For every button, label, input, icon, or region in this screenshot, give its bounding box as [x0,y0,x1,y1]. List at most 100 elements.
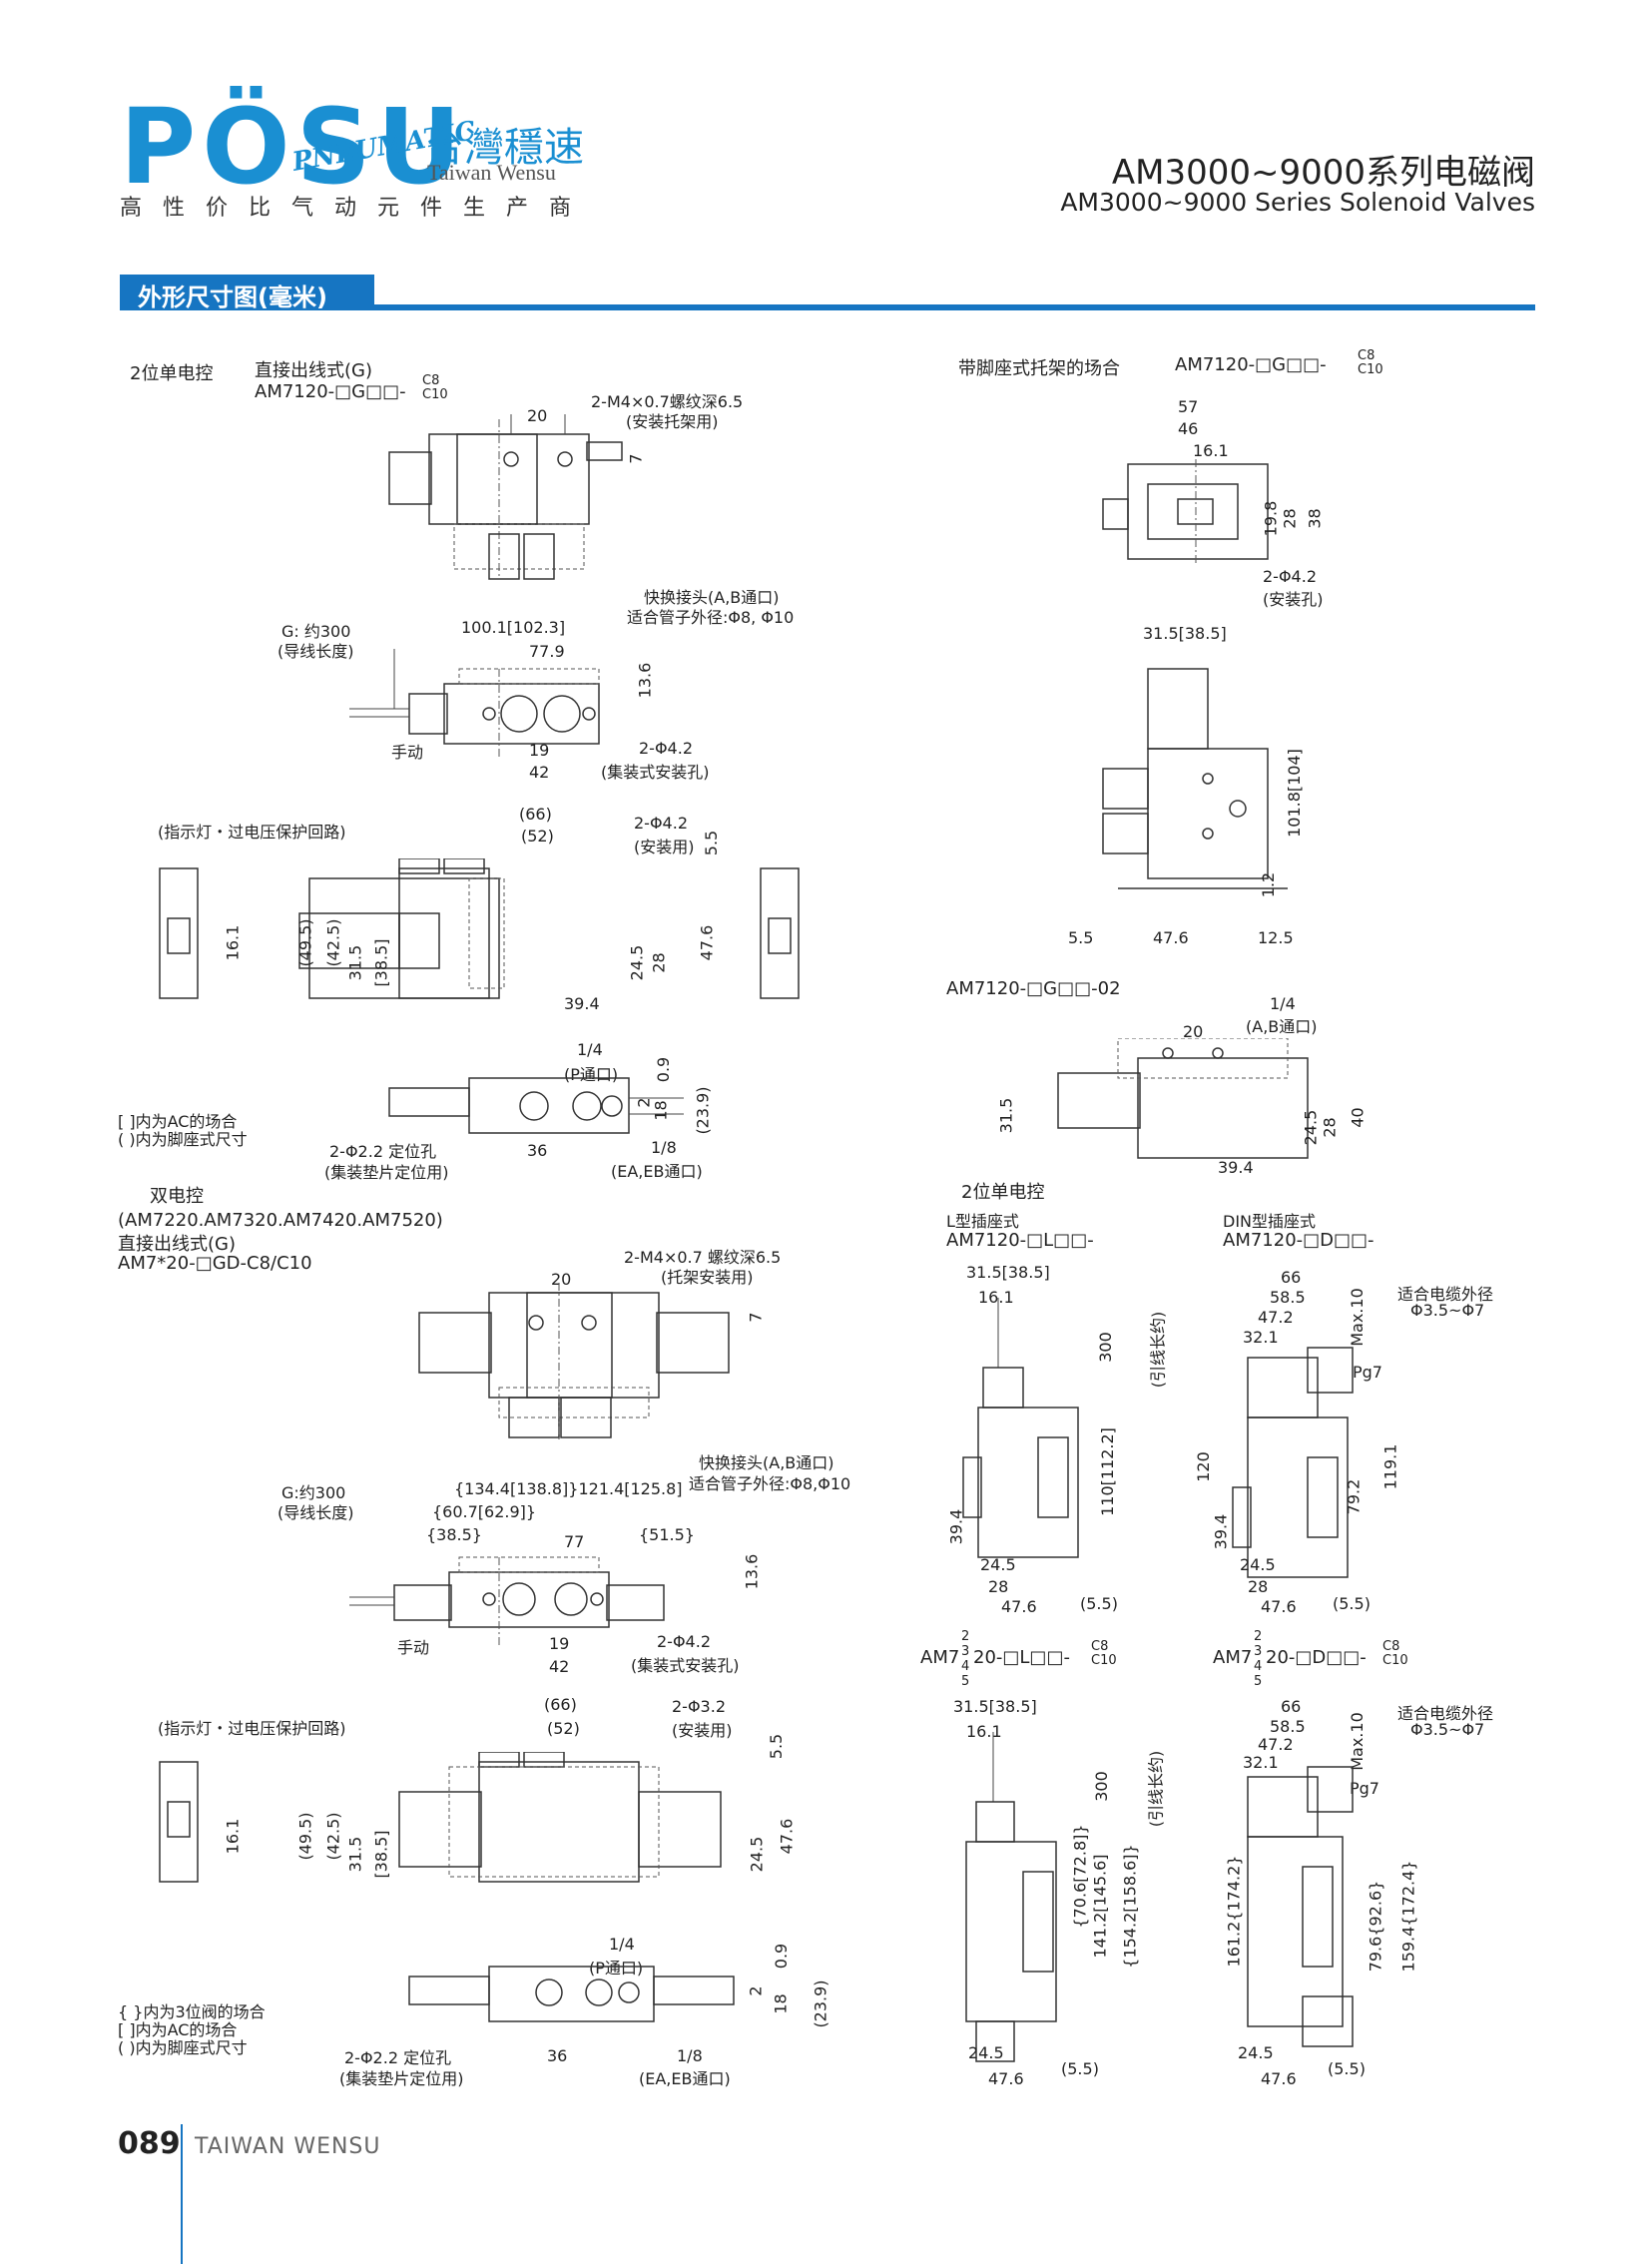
s1-hole42: 2-Φ4.2 [639,739,693,758]
s1-hole42-note: (集装式安装孔) [601,763,710,782]
s2-screw-note: (托架安装用) [661,1268,754,1287]
s1-d36: 36 [527,1141,548,1160]
s1-d315: 31.5 [345,944,365,981]
s1-pin22: 2-Φ2.2 定位孔 [329,1142,437,1161]
r1-d28: 28 [1280,508,1300,529]
s1-top-view-drawing [388,414,623,580]
s1-d385: [38.5] [371,938,391,987]
s1-mount-note: (安装用) [634,838,695,856]
s2-top-view-drawing [418,1283,730,1442]
page-title-en: AM3000~9000 Series Solenoid Valves [1060,188,1535,217]
s1-tube-label: 适合管子外径:Φ8, Φ10 [627,608,795,627]
s2-d52: (52) [547,1719,580,1738]
r2-d394: 39.4 [1218,1158,1254,1177]
s2-g300: G:约300 [281,1483,346,1502]
s1-p18: 1/8 [651,1138,677,1157]
s2-quick: 快换接头(A,B通口) [699,1453,834,1472]
s1-d55: 5.5 [702,830,722,856]
s1-d09: 0.9 [654,1056,674,1083]
l2-d476: 47.6 [988,2069,1024,2088]
din1-d792: 79.2 [1344,1478,1364,1515]
s2-d425: (42.5) [323,1812,343,1861]
s1-d495: (49.5) [295,918,315,967]
r1-d315: 31.5[38.5] [1143,624,1227,643]
r4-l-model-prefix: AM7 [920,1647,960,1668]
s1-d66: (66) [519,805,552,824]
din1-d245: 24.5 [1240,1555,1276,1574]
s2-d495: (49.5) [295,1812,315,1861]
r2-d20: 20 [1183,1022,1204,1041]
l1-d1102: 110[112.2] [1097,1427,1117,1516]
s1-sub: 直接出线式(G) [255,360,372,381]
s1-screw-note2: (安装托架用) [626,412,719,431]
section-title: 外形尺寸图(毫米) [138,283,327,311]
s2-dim-20: 20 [551,1270,572,1289]
l2-d315: 31.5[38.5] [953,1697,1037,1716]
s2-side-view-drawing [159,1752,722,1883]
s2-d315: 31.5 [345,1836,365,1873]
l2-d706: {70.6[72.8]} [1070,1824,1090,1929]
r2-d28: 28 [1320,1117,1340,1138]
r1-d125: 12.5 [1258,928,1294,947]
r1-hole: 2-Φ4.2 [1263,567,1317,586]
s1-screw-note: 2-M4×0.7螺纹深6.5 [591,392,744,411]
r2-d40: 40 [1348,1107,1368,1128]
l1-d315: 31.5[38.5] [966,1263,1050,1282]
s2-eaeb: (EA,EB通口) [639,2069,731,2088]
din2-pg7: Pg7 [1350,1779,1379,1798]
r1-d161: 16.1 [1193,441,1229,460]
r1-end-view-drawing [1102,459,1269,564]
l1-d245: 24.5 [980,1555,1016,1574]
l2-d1412: 141.2[145.6] [1090,1854,1110,1959]
s2-mount-note: (安装用) [672,1721,733,1740]
s1-side-view-drawing [159,858,800,999]
din1-d55: (5.5) [1333,1594,1371,1613]
r3-type: 2位单电控 [961,1182,1045,1203]
s2-bottom-view-drawing [408,1966,735,2022]
s2-p18: 1/8 [677,2046,703,2065]
din1-d472: 47.2 [1258,1308,1294,1327]
s1-type: 2位单电控 [130,363,214,384]
din2-d1594: 159.4{172.4} [1398,1860,1418,1973]
l2-d55: (5.5) [1061,2059,1099,2078]
s1-lead: (导线长度) [277,642,354,661]
s2-d36: 36 [547,2046,568,2065]
footer-divider [181,2124,183,2264]
s2-type: 双电控 [150,1186,204,1207]
din1-d476: 47.6 [1261,1597,1297,1616]
l1-d161: 16.1 [978,1288,1014,1307]
l1-d55: (5.5) [1080,1594,1118,1613]
section-header: 外形尺寸图(毫米) [120,275,1535,311]
din1-cable-d: Φ3.5~Φ7 [1410,1301,1485,1320]
s2-d136: 13.6 [742,1553,762,1590]
s1-pport: (P通口) [564,1065,619,1084]
s1-note-ac: [ ]内为AC的场合 [118,1112,238,1131]
s1-quick-label: 快换接头(A,B通口) [644,588,780,607]
l1-lead: (引线长约) [1148,1311,1168,1389]
s1-model: AM7120-□G□□- [255,381,406,402]
l2-lead: (引线长约) [1146,1750,1166,1828]
s2-d515: {51.5} [639,1525,695,1544]
l1-300: 300 [1095,1332,1115,1363]
s1-d1001: 100.1[102.3] [461,618,566,637]
l2-300: 300 [1091,1771,1111,1802]
r1-model: AM7120-□G□□- [1175,354,1327,375]
brand-name-cn: 台灣穩速 [424,125,584,171]
r3-din-plug: DIN型插座式 [1223,1212,1317,1231]
r2-ab: (A,B通口) [1246,1017,1318,1036]
r2-d245: 24.5 [1301,1109,1321,1146]
s1-d239: (23.9) [693,1086,713,1135]
r1-d198: 19.8 [1261,500,1281,537]
s1-d425: (42.5) [323,918,343,967]
s2-d385: [38.5] [371,1830,391,1879]
din2-d55: (5.5) [1328,2059,1366,2078]
r3-l-model: AM7120-□L□□- [946,1230,1094,1251]
brand-logo: PÖSU [120,86,467,208]
s1-manual: 手动 [391,743,424,762]
r1-d57: 57 [1178,397,1199,416]
s1-bottom-view-drawing [388,1077,684,1134]
